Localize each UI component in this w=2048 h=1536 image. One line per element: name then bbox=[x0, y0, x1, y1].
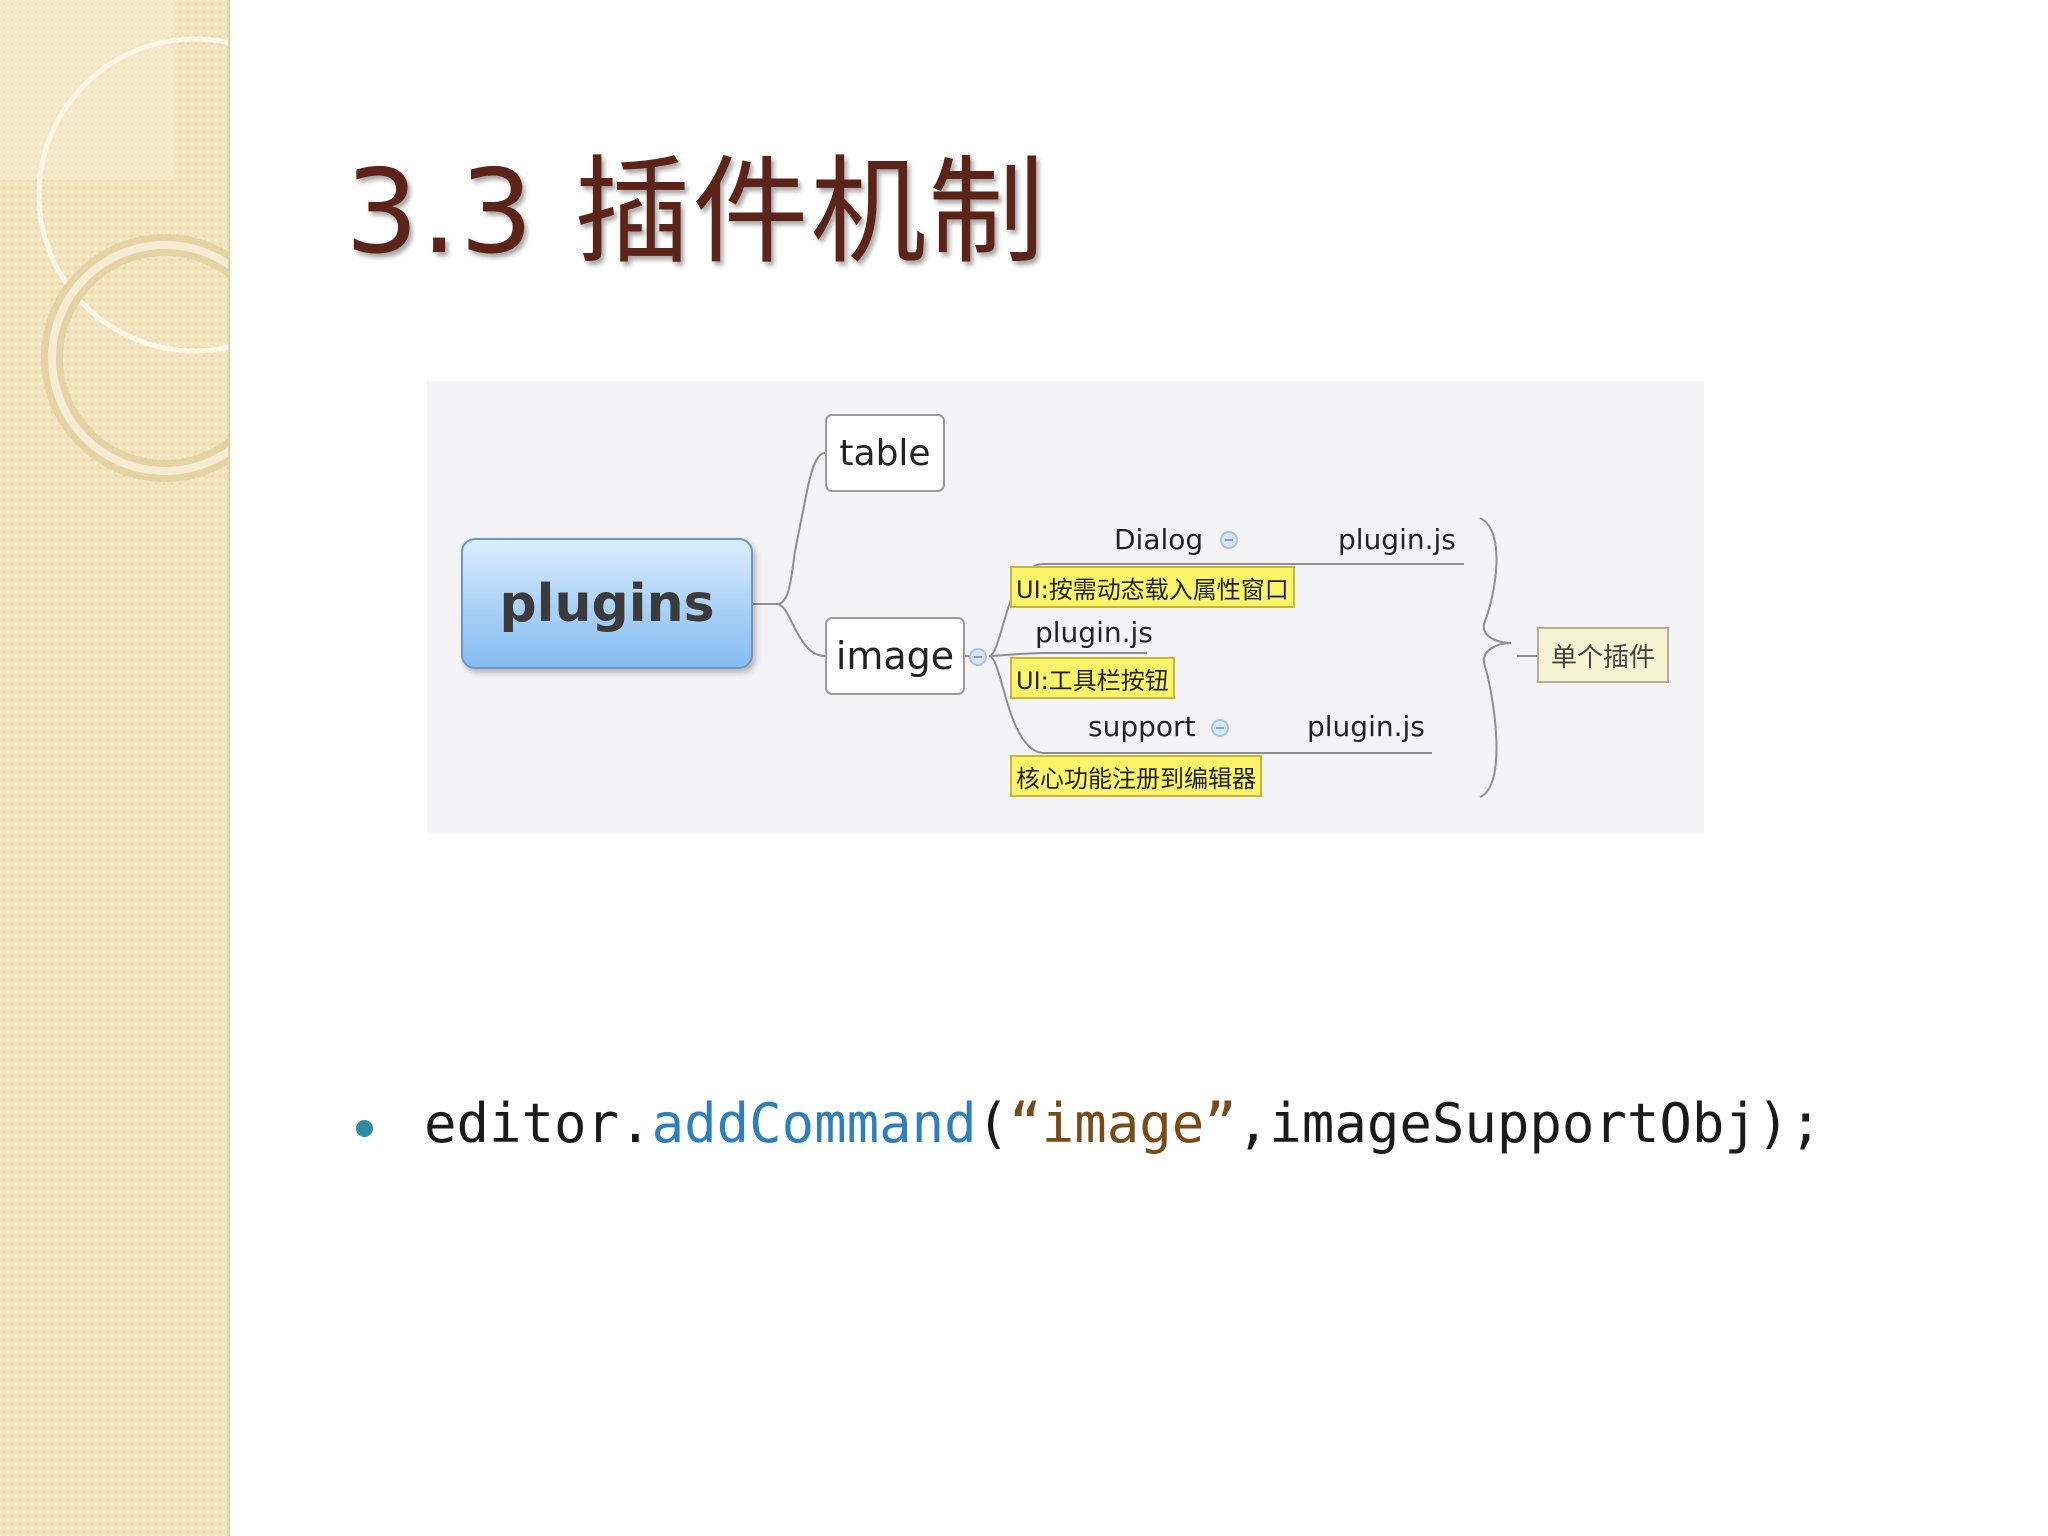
collapse-icon bbox=[1211, 719, 1229, 737]
mindmap-note-toolbar: UI:工具栏按钮 bbox=[1010, 657, 1175, 699]
plugins-mindmap: plugins table image Dialog plugin.js UI:… bbox=[427, 381, 1704, 833]
mindmap-leaf-support: support bbox=[1088, 710, 1196, 743]
code-string: “image” bbox=[1009, 1092, 1237, 1155]
code-open-paren: ( bbox=[976, 1092, 1010, 1155]
mindmap-node-image: image bbox=[825, 617, 965, 695]
code-method: addCommand bbox=[651, 1092, 977, 1155]
mindmap-leaf-support-file: plugin.js bbox=[1307, 710, 1425, 743]
slide-title: 3.3 插件机制 bbox=[345, 145, 1047, 280]
mindmap-note-support: 核心功能注册到编辑器 bbox=[1010, 755, 1262, 797]
mindmap-summary: 单个插件 bbox=[1537, 627, 1669, 683]
mindmap-node-table: table bbox=[825, 414, 945, 492]
code-object: editor. bbox=[424, 1092, 652, 1155]
mindmap-note-dialog: UI:按需动态载入属性窗口 bbox=[1010, 566, 1295, 608]
collapse-icon bbox=[1220, 531, 1238, 549]
code-snippet: editor.addCommand(“image”,imageSupportOb… bbox=[424, 1092, 1822, 1155]
mindmap-root-node: plugins bbox=[461, 538, 753, 669]
mindmap-leaf-dialog: Dialog bbox=[1114, 523, 1204, 556]
collapse-icon bbox=[969, 648, 987, 666]
mindmap-leaf-dialog-file: plugin.js bbox=[1338, 523, 1456, 556]
decorative-sidebar bbox=[0, 0, 230, 1536]
mindmap-leaf-pluginjs: plugin.js bbox=[1035, 616, 1153, 649]
code-rest: ,imageSupportObj); bbox=[1236, 1092, 1822, 1155]
decorative-rings bbox=[0, 0, 228, 482]
bullet-icon bbox=[356, 1120, 373, 1137]
mindmap-connectors bbox=[753, 452, 1537, 798]
